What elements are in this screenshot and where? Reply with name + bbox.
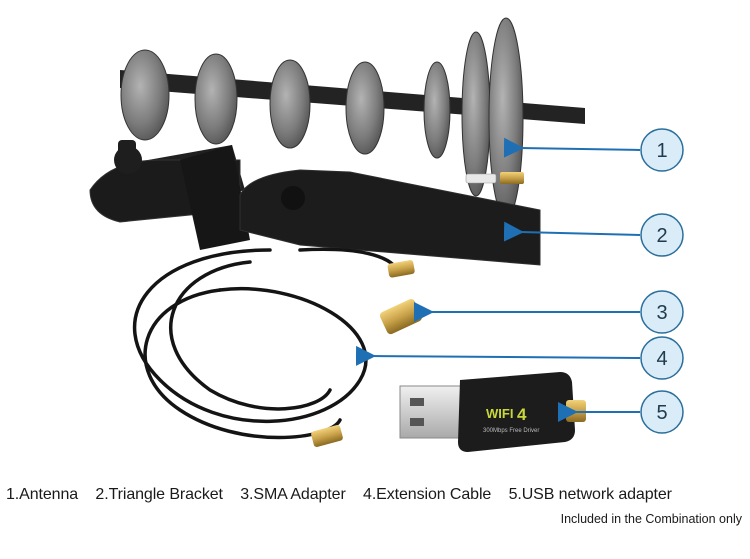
callout-1: 1 [640,128,684,172]
sma-connector-on-cable [387,260,415,278]
callout-2: 2 [640,213,684,257]
caption-item-triangle-bracket: 2.Triangle Bracket [95,486,223,503]
caption-item-antenna: 1.Antenna [6,486,79,503]
callout-3: 3 [640,290,684,334]
callout-arrows [355,137,641,422]
callout-number-4: 4 [656,348,667,370]
callout-number-1: 1 [656,140,667,162]
usb-wifi-adapter [399,372,586,452]
component-caption: 1.Antenna 2.Triangle Bracket 3.SMA Adapt… [6,486,746,504]
arrow-1 [503,137,641,158]
sma-adapter [379,298,422,335]
arrow-2 [503,221,641,242]
triangle-bracket [89,140,541,266]
callout-number-2: 2 [656,225,667,247]
caption-item-usb-adapter: 5.USB network adapter [508,486,672,503]
yagi-antenna [120,17,585,219]
callout-4: 4 [640,336,684,380]
callout-number-3: 3 [656,302,667,324]
caption-item-extension-cable: 4.Extension Cable [363,486,492,503]
sma-connector-cable-end [311,425,343,447]
adapter-subtext: 300Mbps Free Driver [483,428,539,434]
combination-note: Included in the Combination only [560,512,742,526]
caption-item-sma-adapter: 3.SMA Adapter [240,486,346,503]
callout-5: 5 [640,390,684,434]
callout-number-5: 5 [656,402,667,424]
adapter-logo-digit: 4 [517,405,527,424]
arrow-4 [355,345,641,366]
extension-cable [132,247,398,440]
adapter-logo-text: WIFI [486,406,513,421]
